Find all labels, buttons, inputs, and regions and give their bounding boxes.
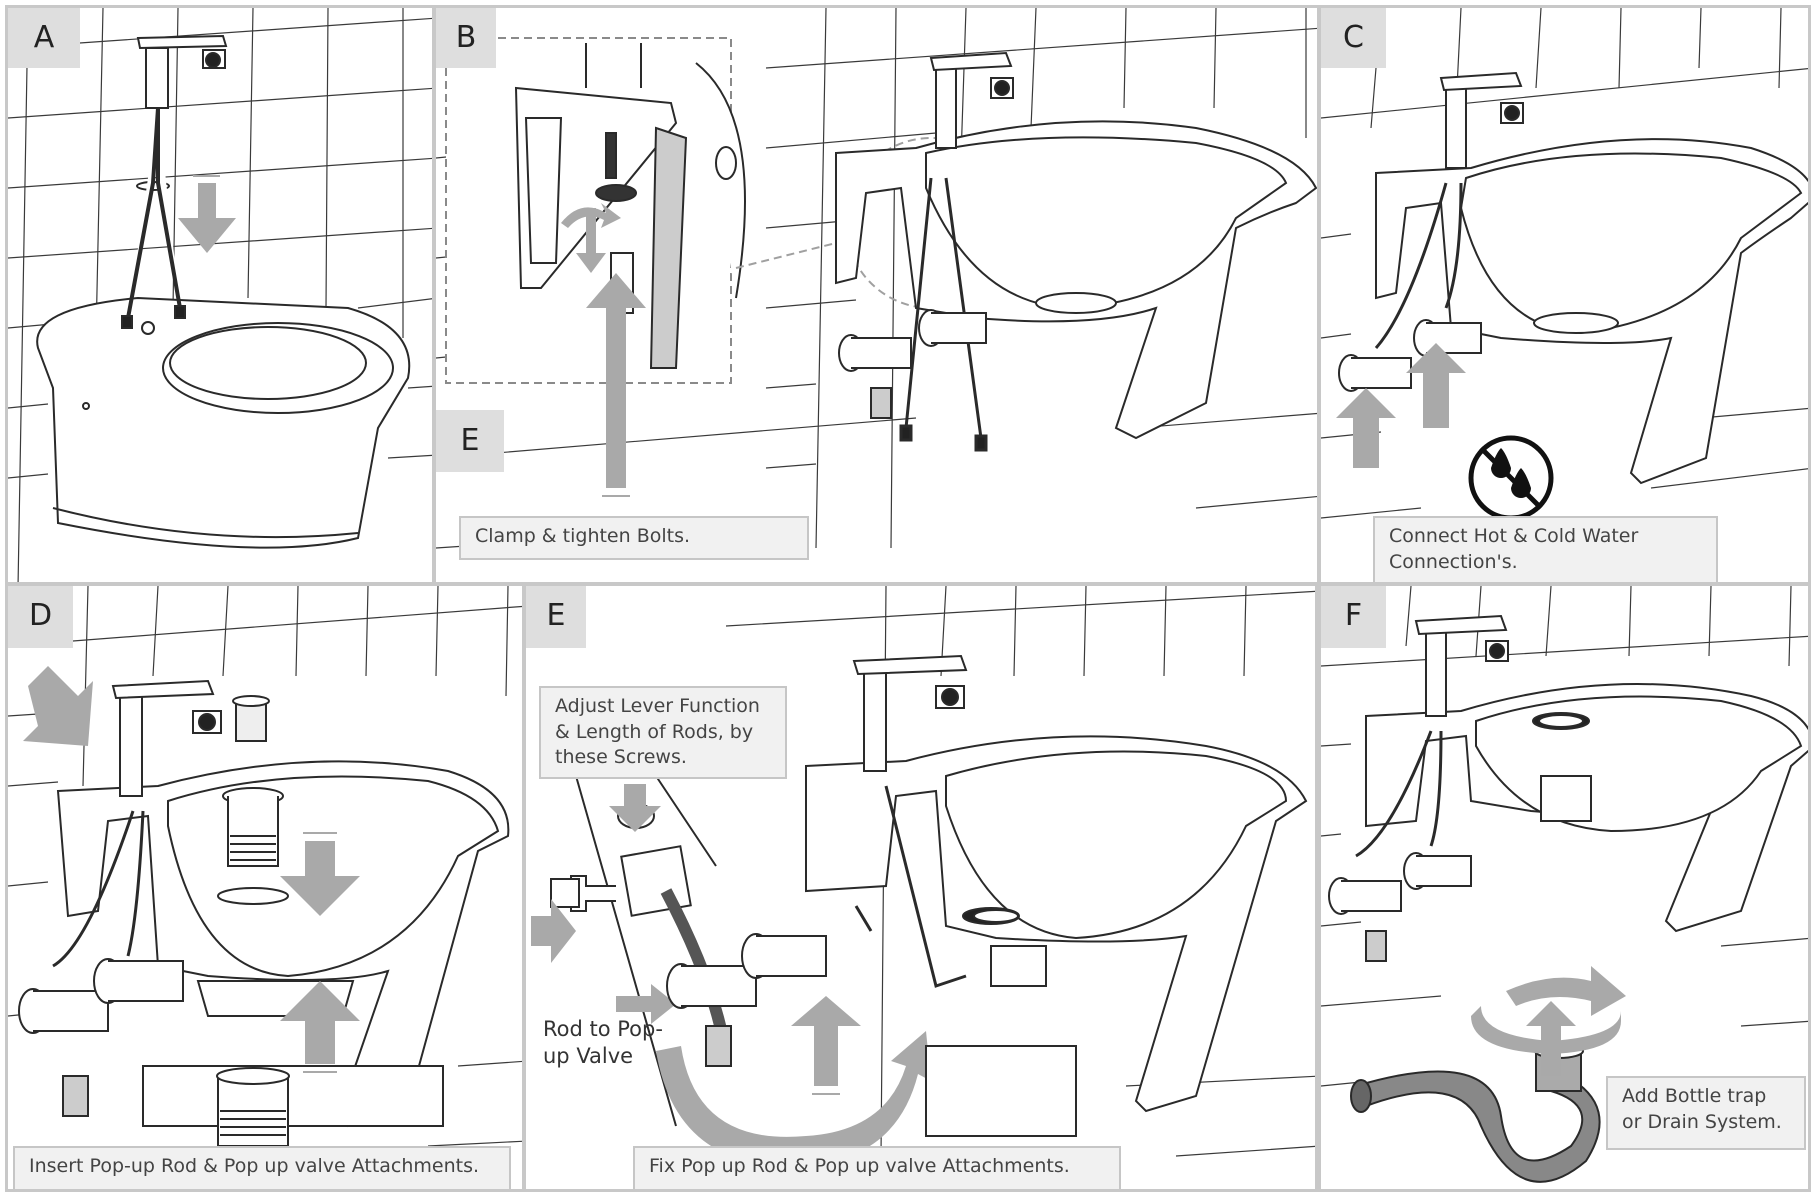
up-arrow-icon — [586, 273, 646, 496]
step-c-caption: Connect Hot & Cold Water Connection's. — [1373, 516, 1718, 585]
step-c-panel: C Connect Hot & Cold Water Connection's. — [1318, 5, 1811, 585]
bidet — [37, 298, 409, 548]
step-c-illustration — [1321, 8, 1811, 585]
no-water-icon — [1471, 438, 1551, 518]
bidet-section — [806, 736, 1306, 1136]
right-arrow-icon — [531, 899, 676, 1024]
step-e-callout: Adjust Lever Function & Length of Rods, … — [539, 686, 787, 779]
step-d-caption: Insert Pop-up Rod & Pop up valve Attachm… — [13, 1146, 511, 1192]
step-label: C — [1321, 8, 1386, 68]
step-f-caption: Add Bottle trap or Drain System. — [1606, 1076, 1806, 1150]
step-label: B — [436, 8, 496, 68]
step-label: F — [1321, 586, 1386, 648]
step-e-caption: Fix Pop up Rod & Pop up valve Attachment… — [633, 1146, 1121, 1192]
step-d-illustration — [8, 586, 525, 1192]
step-label: E — [526, 586, 586, 648]
step-d-panel: D Insert Pop-up Rod & Pop up valve Attac… — [5, 583, 525, 1192]
step-b-caption: Clamp & tighten Bolts. — [459, 516, 809, 560]
angle-valves — [1339, 320, 1481, 391]
bottle-trap — [1351, 1044, 1600, 1182]
step-b-panel: B E Clamp & tighten Bolts. — [433, 5, 1320, 585]
faucet — [122, 36, 226, 328]
step-b-illustration — [436, 8, 1320, 585]
step-e-illustration — [526, 586, 1318, 1192]
up-arrow-icon — [791, 996, 861, 1094]
down-arrow-icon — [609, 784, 661, 832]
step-e-panel: E Adjust Lever Function & Length of Rods… — [523, 583, 1318, 1192]
down-arrow-icon — [178, 176, 236, 253]
bidet-section — [1376, 139, 1811, 483]
rod-to-popup-label: Rod to Pop-up Valve — [543, 1016, 668, 1071]
step-f-panel: F Add Bottle trap or Drain System. — [1318, 583, 1811, 1192]
step-label: A — [8, 8, 80, 68]
bidet-section — [1366, 684, 1811, 931]
step-label: D — [8, 586, 73, 648]
bidet-section — [836, 121, 1316, 438]
step-e-reference-label: E — [436, 410, 504, 472]
angle-valves — [1329, 853, 1471, 961]
step-a-illustration — [8, 8, 435, 585]
step-a-panel: A — [5, 5, 435, 585]
faucet — [1441, 73, 1523, 168]
